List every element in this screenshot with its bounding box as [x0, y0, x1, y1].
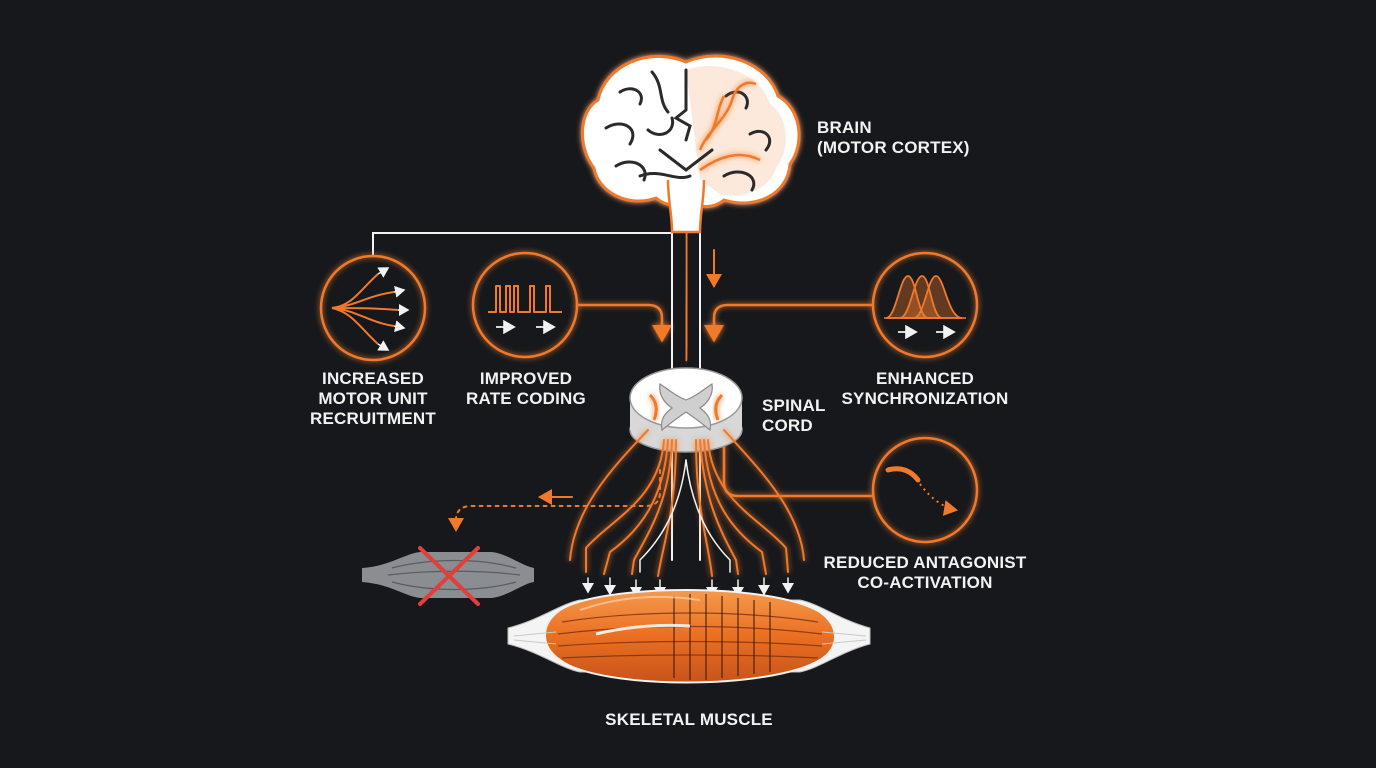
skeletal-muscle-illustration [507, 589, 871, 684]
motor-nerves [569, 429, 805, 598]
dotted-curve-arrow-icon [871, 436, 979, 544]
recruitment-label: INCREASED MOTOR UNIT RECRUITMENT [310, 369, 436, 428]
skeletal-muscle-label: SKELETAL MUSCLE [605, 710, 773, 729]
crossed-muscle-icon [362, 546, 534, 606]
brain-label: BRAIN (MOTOR CORTEX) [817, 118, 970, 157]
synchronization-label: ENHANCED SYNCHRONIZATION [841, 369, 1009, 408]
spinal-cord-label: SPINAL CORD [762, 396, 826, 435]
antagonist-connector [722, 438, 874, 498]
recruitment-connector [372, 232, 673, 257]
pulse-train-icon [471, 251, 579, 359]
rate-coding-connector [576, 303, 672, 343]
overlapping-waves-icon [871, 251, 979, 359]
brain-illustration [581, 54, 801, 234]
branching-arrows-icon [319, 254, 427, 362]
antagonist-label: REDUCED ANTAGONIST CO-ACTIVATION [823, 553, 1027, 592]
synchronization-connector [704, 303, 874, 343]
connector-lines [372, 232, 874, 532]
inhibition-line [448, 469, 661, 532]
rate-coding-label: IMPROVED RATE CODING [466, 369, 586, 408]
spinal-cord-illustration [629, 367, 743, 453]
